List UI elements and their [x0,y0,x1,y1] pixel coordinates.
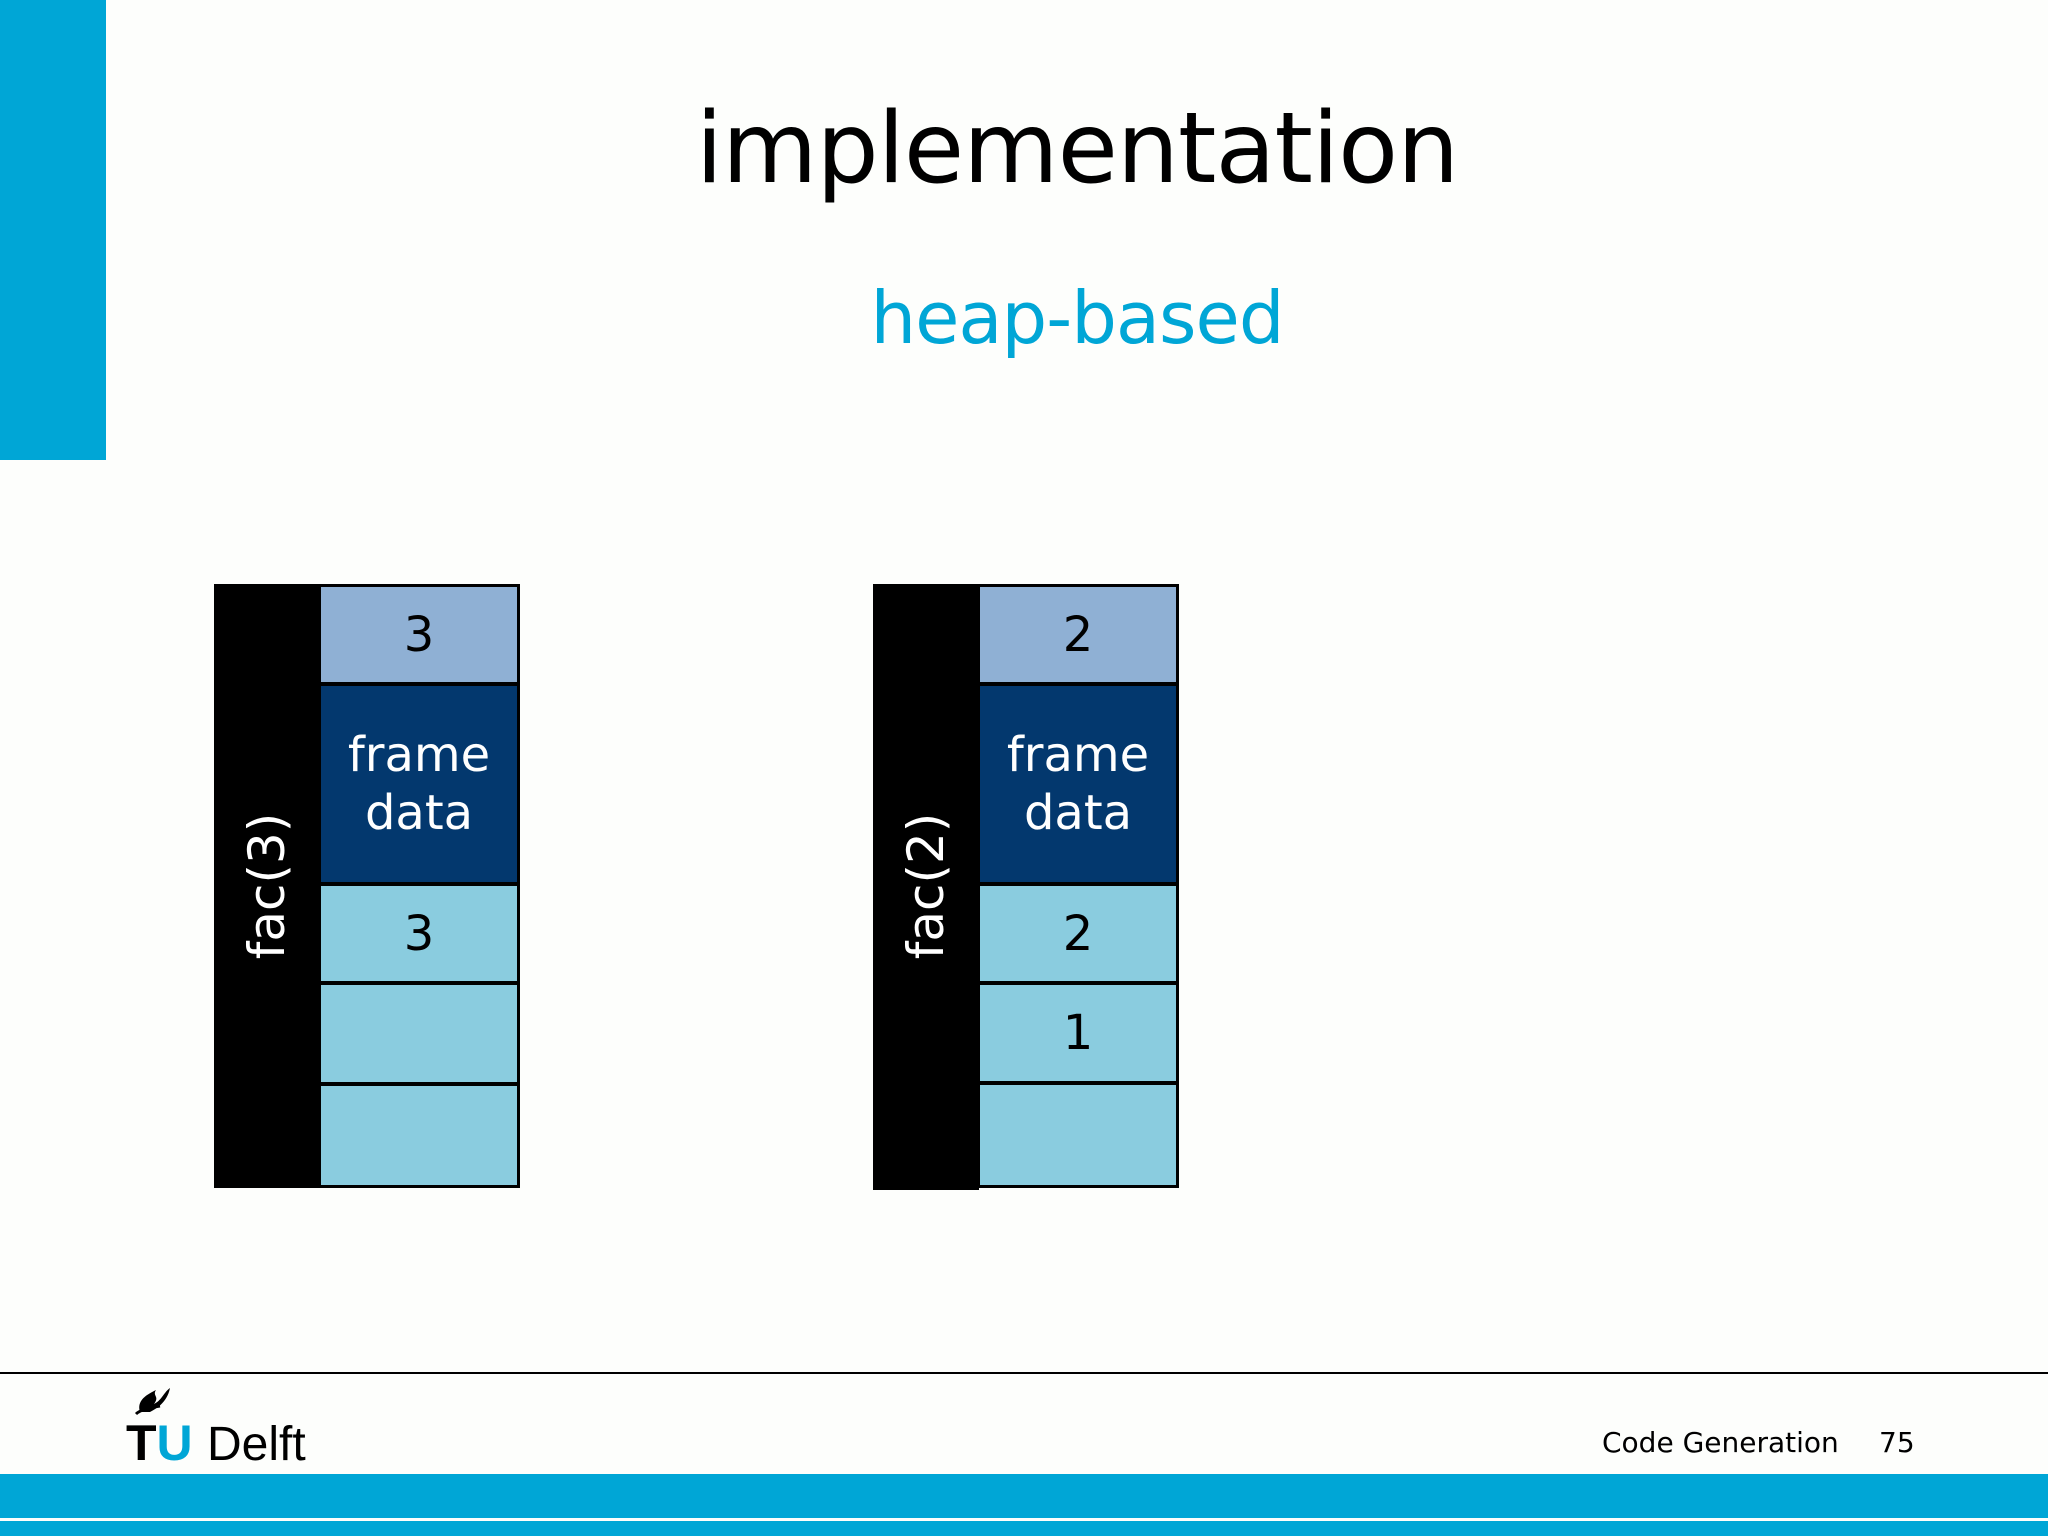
slide-title: implementation [695,92,1460,206]
frame-label: fac(2) [897,812,955,960]
return-value-cell: 2 [980,587,1176,682]
local-cell [321,985,517,1082]
local-cell: 2 [980,886,1176,981]
course-name: Code Generation [1602,1426,1839,1459]
slide-subtitle: heap-based [870,276,1284,360]
frame-label-column: fac(2) [873,584,979,1190]
frame-data-cell: frame data [321,686,517,882]
bottom-bar-thin [0,1521,2048,1536]
local-cell: 1 [980,985,1176,1081]
bottom-bar [0,1474,2048,1518]
frame-label-column: fac(3) [214,584,320,1188]
page-number: 75 [1879,1426,1915,1459]
logo-delft: Delft [207,1418,306,1464]
return-value-cell: 3 [321,587,517,682]
stack-frame-fac2: fac(2) 2 frame data 2 1 [873,584,1179,1190]
frame-data-cell: frame data [980,686,1176,882]
accent-bar [0,0,106,460]
logo-tu: TU [126,1415,193,1464]
stack-frame-fac3: fac(3) 3 frame data 3 [214,584,520,1188]
local-cell [321,1086,517,1185]
local-cell: 3 [321,886,517,981]
frame-label: fac(3) [238,812,296,960]
frame-cells: 2 frame data 2 1 [977,584,1179,1188]
tudelft-logo: TU Delft [126,1388,306,1464]
frame-cells: 3 frame data 3 [318,584,520,1188]
footer-divider [0,1372,2048,1374]
flame-icon [134,1388,170,1416]
local-cell [980,1085,1176,1185]
